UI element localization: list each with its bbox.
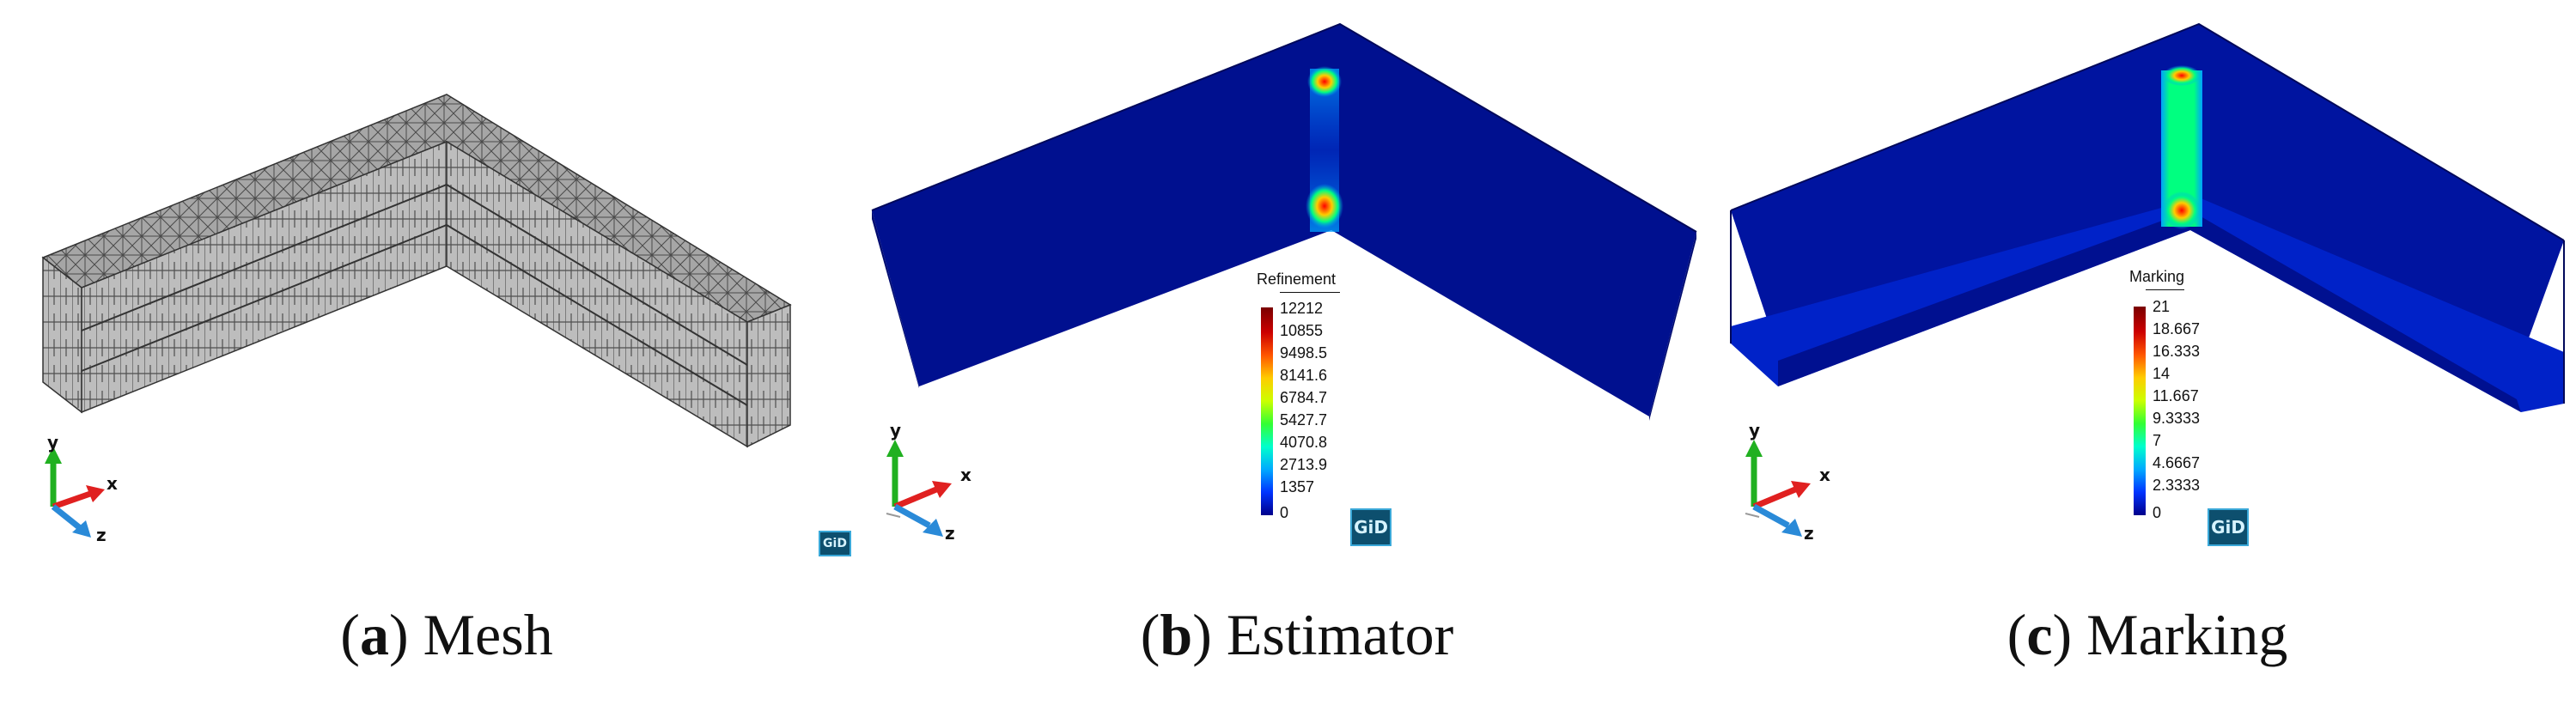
legend-tick: 16.333	[2153, 343, 2201, 360]
x-axis-arrowhead	[932, 481, 952, 498]
caption-b: (b) Estimator	[1140, 602, 1454, 667]
estimator-top-face	[872, 24, 1696, 416]
caption-letter: b	[1160, 602, 1193, 667]
legend-tick: 12212	[1280, 300, 1324, 317]
legend-tick: 0	[1280, 504, 1289, 521]
x-axis-arrow	[1752, 486, 1797, 510]
caption-c: (c) Marking	[2007, 602, 2288, 667]
caption-letter: c	[2026, 602, 2053, 667]
legend-tick: 11.667	[2153, 387, 2199, 404]
legend-tick: 14	[2153, 365, 2171, 382]
z-axis-arrowhead	[72, 520, 91, 538]
legend-tick: 4.6667	[2153, 454, 2201, 471]
legend-tick: 7	[2153, 432, 2162, 449]
legend-tick: 5427.7	[1280, 411, 1328, 428]
z-axis-arrow	[1752, 503, 1790, 529]
legend-rule-b	[1280, 292, 1340, 293]
marking-hotspot-top	[2163, 65, 2201, 86]
z-axis-arrowhead	[1781, 519, 1802, 537]
estimator-left-face	[872, 210, 919, 388]
colorbar-c	[2134, 307, 2146, 515]
y-axis-arrowhead	[886, 440, 904, 457]
axis-triad-b: y x z	[886, 420, 971, 544]
y-axis-arrowhead	[45, 447, 62, 464]
z-axis-arrow	[893, 503, 931, 529]
estimator-hotspot-bottom	[1306, 184, 1343, 228]
marking-edges	[1730, 22, 2565, 241]
x-axis-arrowhead	[86, 485, 105, 502]
z-axis-arrow	[51, 504, 82, 530]
z-axis-label: z	[945, 523, 955, 544]
mesh-end-face	[746, 303, 791, 448]
caption-a: (a) Mesh	[340, 602, 553, 667]
marking-lower-band-dark	[1778, 210, 2521, 412]
legend-tick: 0	[2153, 504, 2162, 521]
estimator-right-face	[1649, 232, 1696, 421]
legend-tick: 2713.9	[1280, 456, 1328, 473]
caption-text: Mesh	[423, 602, 553, 667]
legend-title-refinement: Refinement	[1257, 270, 1337, 288]
marking-hotspot-bottom	[2163, 191, 2201, 229]
legend-tick: 18.667	[2153, 320, 2201, 337]
y-axis-label: y	[890, 420, 901, 441]
y-axis-label: y	[47, 432, 58, 453]
z-axis-label: z	[96, 525, 107, 545]
y-axis-label: y	[1749, 420, 1760, 441]
axis-origin-stub	[886, 513, 901, 518]
mesh-band-lines	[81, 183, 748, 406]
z-axis-arrowhead	[923, 519, 943, 537]
legend-tick: 2.3333	[2153, 477, 2201, 494]
caption-text: Marking	[2086, 602, 2288, 667]
colorbar-b	[1261, 307, 1273, 515]
legend-tick: 9.3333	[2153, 410, 2201, 427]
axis-origin-stub	[1745, 513, 1760, 518]
axis-triad-a: y x z	[45, 432, 118, 545]
gid-logo: GiD	[1350, 508, 1392, 546]
legend-tick: 10855	[1280, 322, 1324, 339]
legend-tick: 1357	[1280, 478, 1315, 495]
legend-title-marking: Marking	[2129, 268, 2185, 285]
x-axis-label: x	[960, 465, 971, 485]
x-axis-label: x	[107, 473, 118, 494]
axis-triad-c: y x z	[1745, 420, 1830, 544]
panel-c-marking-model	[1730, 22, 2565, 412]
gid-logo: GiD	[2208, 508, 2249, 546]
legend-tick: 6784.7	[1280, 389, 1328, 406]
x-axis-arrow	[893, 486, 938, 510]
caption-text: Estimator	[1226, 602, 1454, 667]
gid-logo-small: GiD	[819, 531, 851, 556]
legend-tick: 4070.8	[1280, 434, 1328, 451]
estimator-hotspot-top	[1307, 66, 1342, 97]
y-axis-arrowhead	[1745, 440, 1763, 457]
legend-tick: 21	[2153, 298, 2171, 315]
x-axis-arrowhead	[1791, 481, 1811, 498]
panel-b-estimator-model	[871, 22, 1697, 421]
legend-rule-c	[2146, 289, 2184, 290]
panel-a-mesh-model	[41, 94, 792, 448]
x-axis-label: x	[1819, 465, 1830, 485]
legend-tick: 8141.6	[1280, 367, 1328, 384]
caption-letter: a	[359, 602, 389, 667]
estimator-edges	[871, 22, 1697, 233]
z-axis-label: z	[1804, 523, 1814, 544]
legend-tick: 9498.5	[1280, 344, 1328, 362]
x-axis-arrow	[52, 490, 92, 510]
